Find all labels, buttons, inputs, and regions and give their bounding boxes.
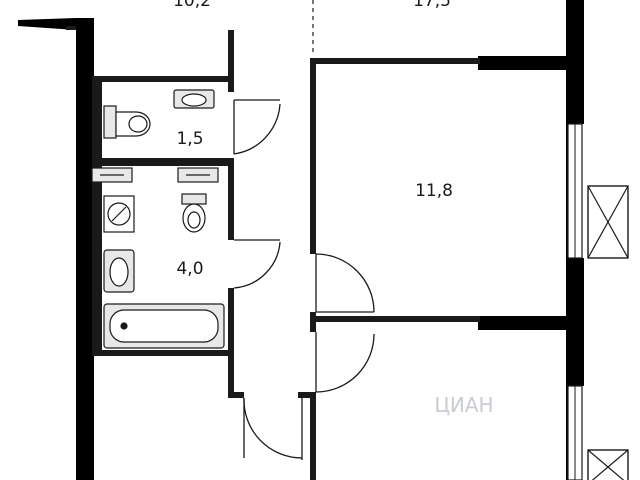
bedroom-bottom-wall: [316, 316, 480, 322]
corridor-door: [243, 397, 303, 460]
right-outer-wall-mid: [566, 258, 584, 386]
washing-machine-icon: [103, 195, 135, 233]
area-label-top-right: 17,5: [413, 0, 451, 11]
lower-room-door: [315, 332, 375, 393]
bathroom-door: [233, 239, 281, 289]
bath-block-right-wall-low: [228, 288, 234, 398]
toilet-door: [233, 99, 281, 155]
sink-icon: [173, 89, 215, 109]
bedroom-top-wall: [310, 58, 480, 64]
bath-block-bottom-wall: [92, 350, 234, 356]
bath-block-top-wall: [92, 76, 234, 82]
watermark-text: ЦИАН: [434, 393, 493, 417]
washbasin-icon: [103, 249, 135, 293]
corridor-bottom-left-wall: [228, 392, 244, 398]
window-bedroom: [567, 123, 629, 259]
bedroom-door: [315, 253, 375, 313]
bath-block-left-wall: [92, 82, 102, 356]
partitions: [66, 26, 480, 480]
right-outer-wall-top: [566, 0, 584, 124]
toilet-bath-divider: [92, 158, 234, 166]
bath-block-right-wall-top: [228, 30, 234, 92]
corridor-bottom-right-wall: [298, 392, 316, 398]
window-lower-room: [567, 385, 629, 480]
bath-block-right-wall-mid: [228, 158, 234, 240]
corridor-right-wall-low: [310, 392, 316, 480]
toilet-icon: [103, 105, 151, 139]
area-label-bathroom: 4,0: [176, 259, 203, 279]
top-left-stub-wall: [66, 26, 76, 30]
walls: [18, 0, 584, 480]
bath-toilet-icon: [181, 193, 207, 233]
fixtures: [91, 89, 225, 349]
area-label-toilet: 1,5: [176, 129, 203, 149]
doors: [233, 99, 375, 460]
counter-icon: [91, 167, 219, 183]
bedroom-door-jamb: [310, 312, 316, 332]
bathtub-icon: [103, 303, 225, 349]
area-label-bedroom: 11,8: [415, 181, 453, 201]
top-left-corner-wall: [18, 18, 76, 30]
left-outer-wall: [76, 18, 94, 480]
area-label-top-left: 10,2: [173, 0, 211, 11]
windows: [567, 123, 629, 480]
bedroom-bottom-wall-stub: [478, 316, 568, 330]
bedroom-top-wall-stub: [478, 56, 568, 70]
bedroom-left-wall: [310, 58, 316, 254]
